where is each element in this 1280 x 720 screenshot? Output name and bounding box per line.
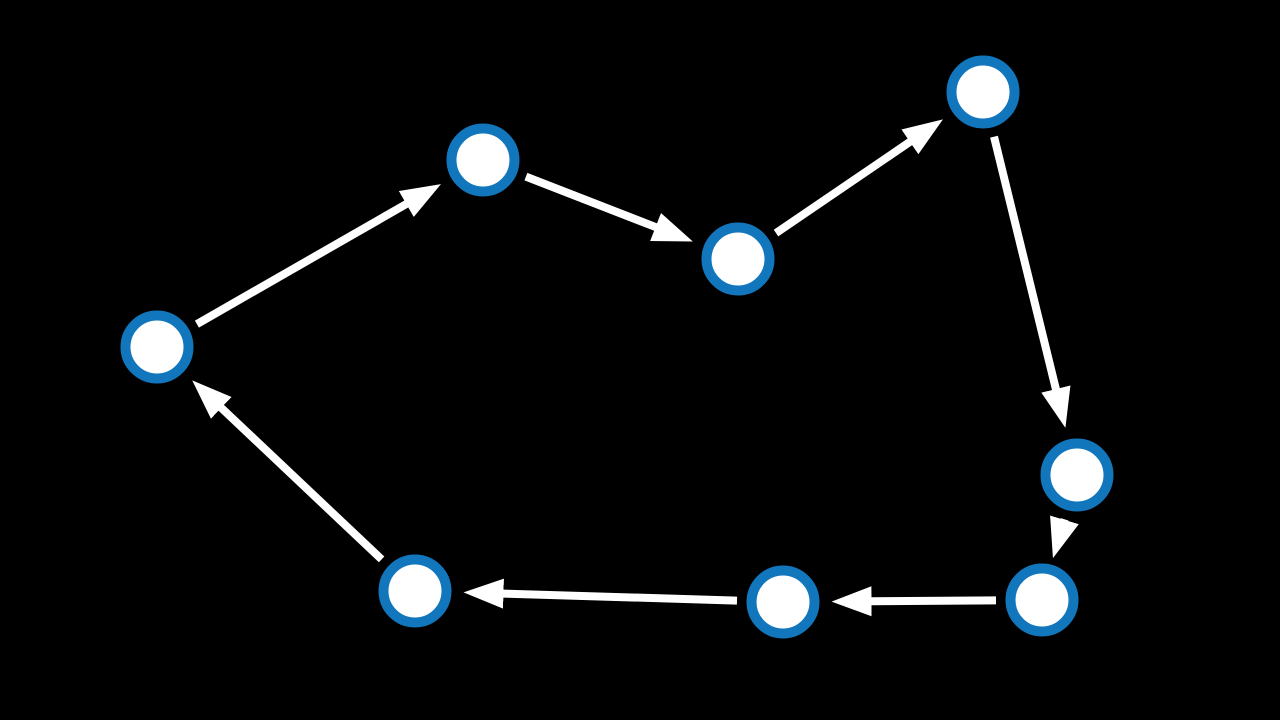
graph-node-n5 [1040, 438, 1114, 512]
graph-edge-n7-n8 [463, 578, 738, 609]
graph-edge-n3-n4 [773, 119, 943, 237]
graph-node-n8 [378, 554, 452, 628]
graph-node-n7 [746, 565, 820, 639]
graph-node-n3 [701, 222, 775, 296]
graph-edge-n2-n3 [524, 172, 693, 242]
graph-node-n2 [446, 123, 520, 197]
graph-edge-n4-n5 [990, 135, 1071, 428]
graph-edge-n1-n2 [194, 184, 441, 328]
graph-edge-n6-n7 [831, 586, 997, 617]
graph-node-n6 [1005, 563, 1079, 637]
graph-edge-n8-n1 [192, 380, 385, 563]
graph-node-n1 [120, 310, 194, 384]
graph-node-n4 [946, 55, 1020, 129]
